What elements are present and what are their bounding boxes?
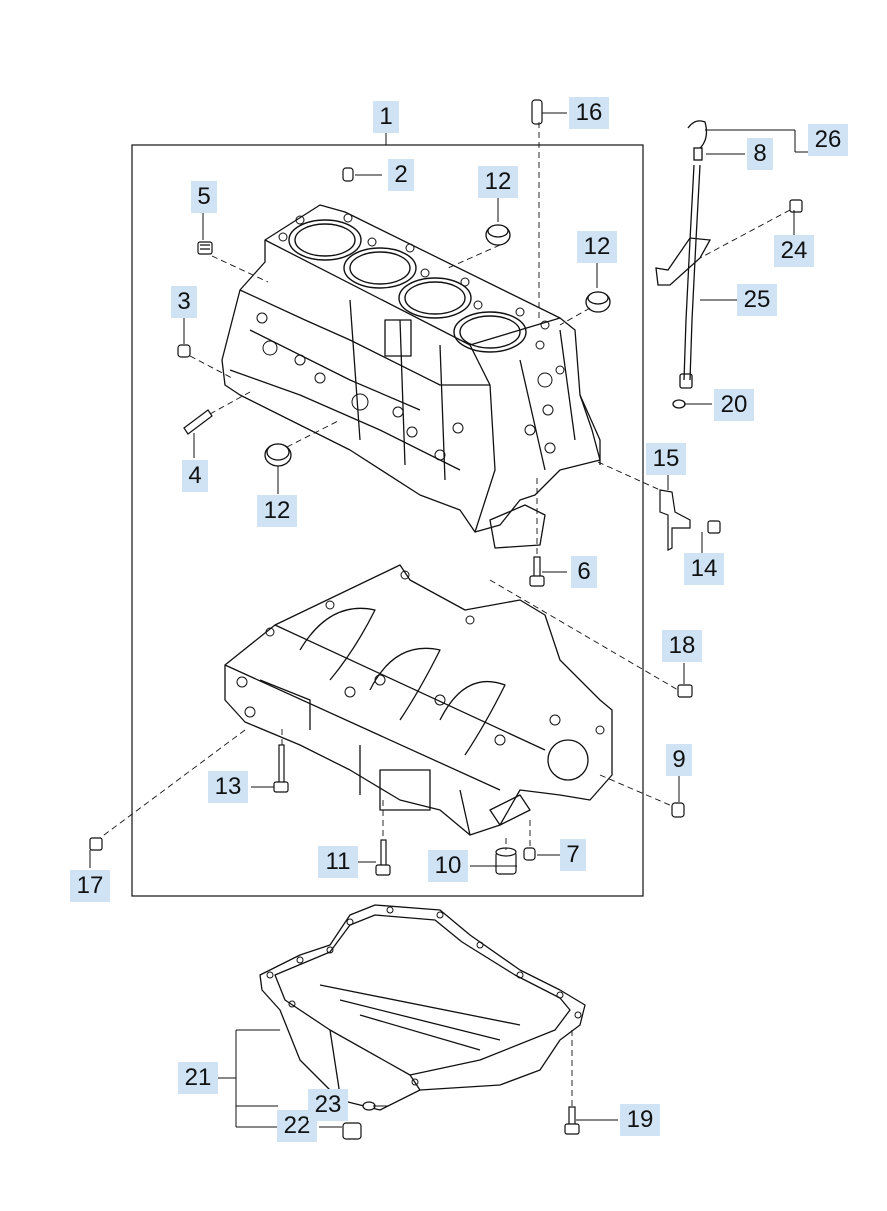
- drain-plug-parts: [342, 1101, 580, 1140]
- callout-19: 19: [620, 1104, 660, 1136]
- seal-cap-12-top: [485, 224, 511, 246]
- crankcase-small-parts: [89, 684, 693, 876]
- callout-5: 5: [191, 181, 217, 213]
- stud-4: [183, 409, 213, 435]
- callout-11: 11: [318, 846, 358, 878]
- callout-9: 9: [666, 744, 692, 776]
- callout-8: 8: [747, 138, 773, 170]
- callout-21: 21: [178, 1062, 218, 1094]
- dash-lines: [99, 122, 791, 1107]
- dowel-pin-2: [342, 167, 354, 182]
- callout-20: 20: [714, 389, 754, 421]
- callout-25: 25: [737, 284, 777, 316]
- callout-26: 26: [808, 124, 848, 156]
- callout-12-left: 12: [257, 495, 297, 527]
- dowel-pin-3: [177, 344, 191, 358]
- oil-pan-bolt-holes: [266, 906, 582, 1086]
- seal-cap-12-right: [585, 291, 611, 313]
- callout-24: 24: [774, 235, 814, 267]
- lower-crankcase: [224, 564, 613, 836]
- seal-cap-12-left: [264, 443, 292, 467]
- oil-pan: [259, 904, 586, 1111]
- bolt-6: [529, 556, 545, 587]
- callout-1: 1: [373, 101, 399, 133]
- callout-17: 17: [70, 870, 110, 902]
- callout-4: 4: [182, 460, 208, 492]
- callout-23: 23: [308, 1089, 348, 1121]
- callout-18: 18: [662, 630, 702, 662]
- block-bolt-holes: [256, 213, 565, 461]
- bracket-bolt-parts: [531, 99, 803, 551]
- dipstick-assembly: [655, 120, 712, 409]
- callout-15: 15: [646, 443, 686, 475]
- callout-3: 3: [171, 286, 197, 318]
- callout-6: 6: [571, 556, 597, 588]
- callout-12-top: 12: [478, 166, 518, 198]
- callout-16: 16: [569, 97, 609, 129]
- crankcase-bolt-holes: [236, 570, 605, 746]
- cylinder-bores: [288, 219, 527, 353]
- plug-5: [197, 241, 213, 255]
- callout-14: 14: [684, 553, 724, 585]
- callout-2: 2: [388, 159, 414, 191]
- leader-lines: [89, 112, 810, 1128]
- callout-22: 22: [277, 1110, 317, 1142]
- callout-13: 13: [208, 771, 248, 803]
- callout-7: 7: [560, 839, 586, 871]
- group-frame: [131, 144, 644, 897]
- callout-12-right: 12: [577, 231, 617, 263]
- callout-10: 10: [428, 850, 468, 882]
